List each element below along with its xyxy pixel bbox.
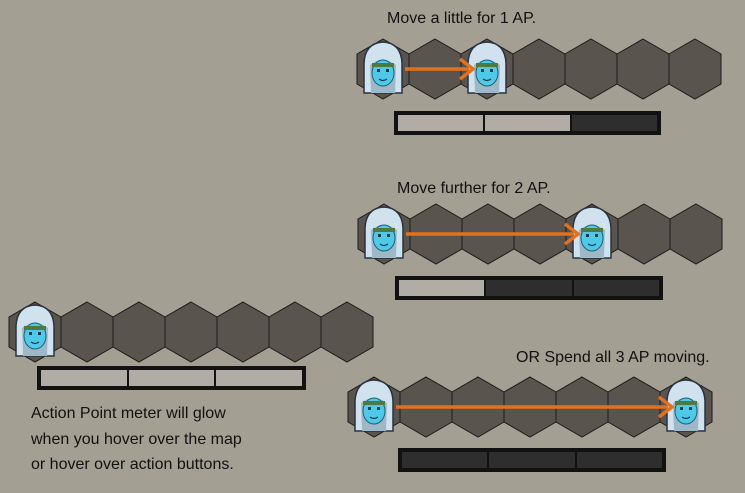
ap-segment-spent	[402, 452, 488, 468]
ap-meter-1	[394, 111, 661, 135]
ap-segment-available	[216, 370, 303, 386]
hex-row-2	[357, 203, 727, 265]
ap-segment-available	[128, 370, 215, 386]
ap-segment-spent	[486, 280, 572, 296]
caption-move-further: Move further for 2 AP.	[397, 180, 551, 197]
help-line-3: or hover over action buttons.	[31, 456, 234, 473]
hex-tile[interactable]	[512, 38, 566, 100]
caption-spend-all: OR Spend all 3 AP moving.	[516, 349, 710, 366]
hex-tile[interactable]	[164, 301, 218, 363]
hooded-ghost-icon	[15, 304, 55, 357]
hex-tile[interactable]	[617, 203, 671, 265]
hooded-ghost-icon	[467, 41, 507, 94]
caption-move-little: Move a little for 1 AP.	[387, 10, 537, 27]
ap-segment-spent	[489, 452, 575, 468]
hex-strip-idle	[8, 301, 374, 363]
ap-segment-available	[41, 370, 127, 386]
arrow-right-icon	[396, 395, 675, 419]
ap-meter-3	[398, 448, 666, 472]
ap-meter-2	[395, 276, 663, 300]
hex-row-idle	[8, 301, 378, 363]
ap-segment-available	[485, 115, 570, 131]
ap-segment-spent	[576, 452, 662, 468]
hex-row-3	[347, 376, 717, 438]
hex-row-1	[356, 38, 726, 100]
ap-segment-available	[398, 115, 483, 131]
arrow-right-icon	[405, 57, 476, 81]
hex-strip-1	[356, 38, 722, 100]
ap-meter-idle	[37, 366, 306, 390]
hex-tile[interactable]	[268, 301, 322, 363]
hex-tile[interactable]	[112, 301, 166, 363]
hooded-ghost-icon	[364, 206, 404, 259]
hex-tile[interactable]	[669, 203, 723, 265]
ap-segment-available	[399, 280, 485, 296]
ap-segment-spent	[573, 280, 659, 296]
help-line-1: Action Point meter will glow	[31, 405, 226, 422]
hex-tile[interactable]	[320, 301, 374, 363]
hex-tile[interactable]	[216, 301, 270, 363]
hex-tile[interactable]	[564, 38, 618, 100]
arrow-right-icon	[406, 222, 581, 246]
hex-strip-2	[357, 203, 723, 265]
hex-tile[interactable]	[60, 301, 114, 363]
help-line-2: when you hover over the map	[31, 430, 242, 448]
hooded-ghost-icon	[666, 379, 706, 432]
hooded-ghost-icon	[363, 41, 403, 94]
hex-tile[interactable]	[616, 38, 670, 100]
hex-tile[interactable]	[668, 38, 722, 100]
hooded-ghost-icon	[354, 379, 394, 432]
help-text: Action Point meter will glow when you ho…	[31, 401, 331, 478]
hex-strip-3	[347, 376, 713, 438]
ap-segment-spent	[572, 115, 657, 131]
hooded-ghost-icon	[572, 206, 612, 259]
